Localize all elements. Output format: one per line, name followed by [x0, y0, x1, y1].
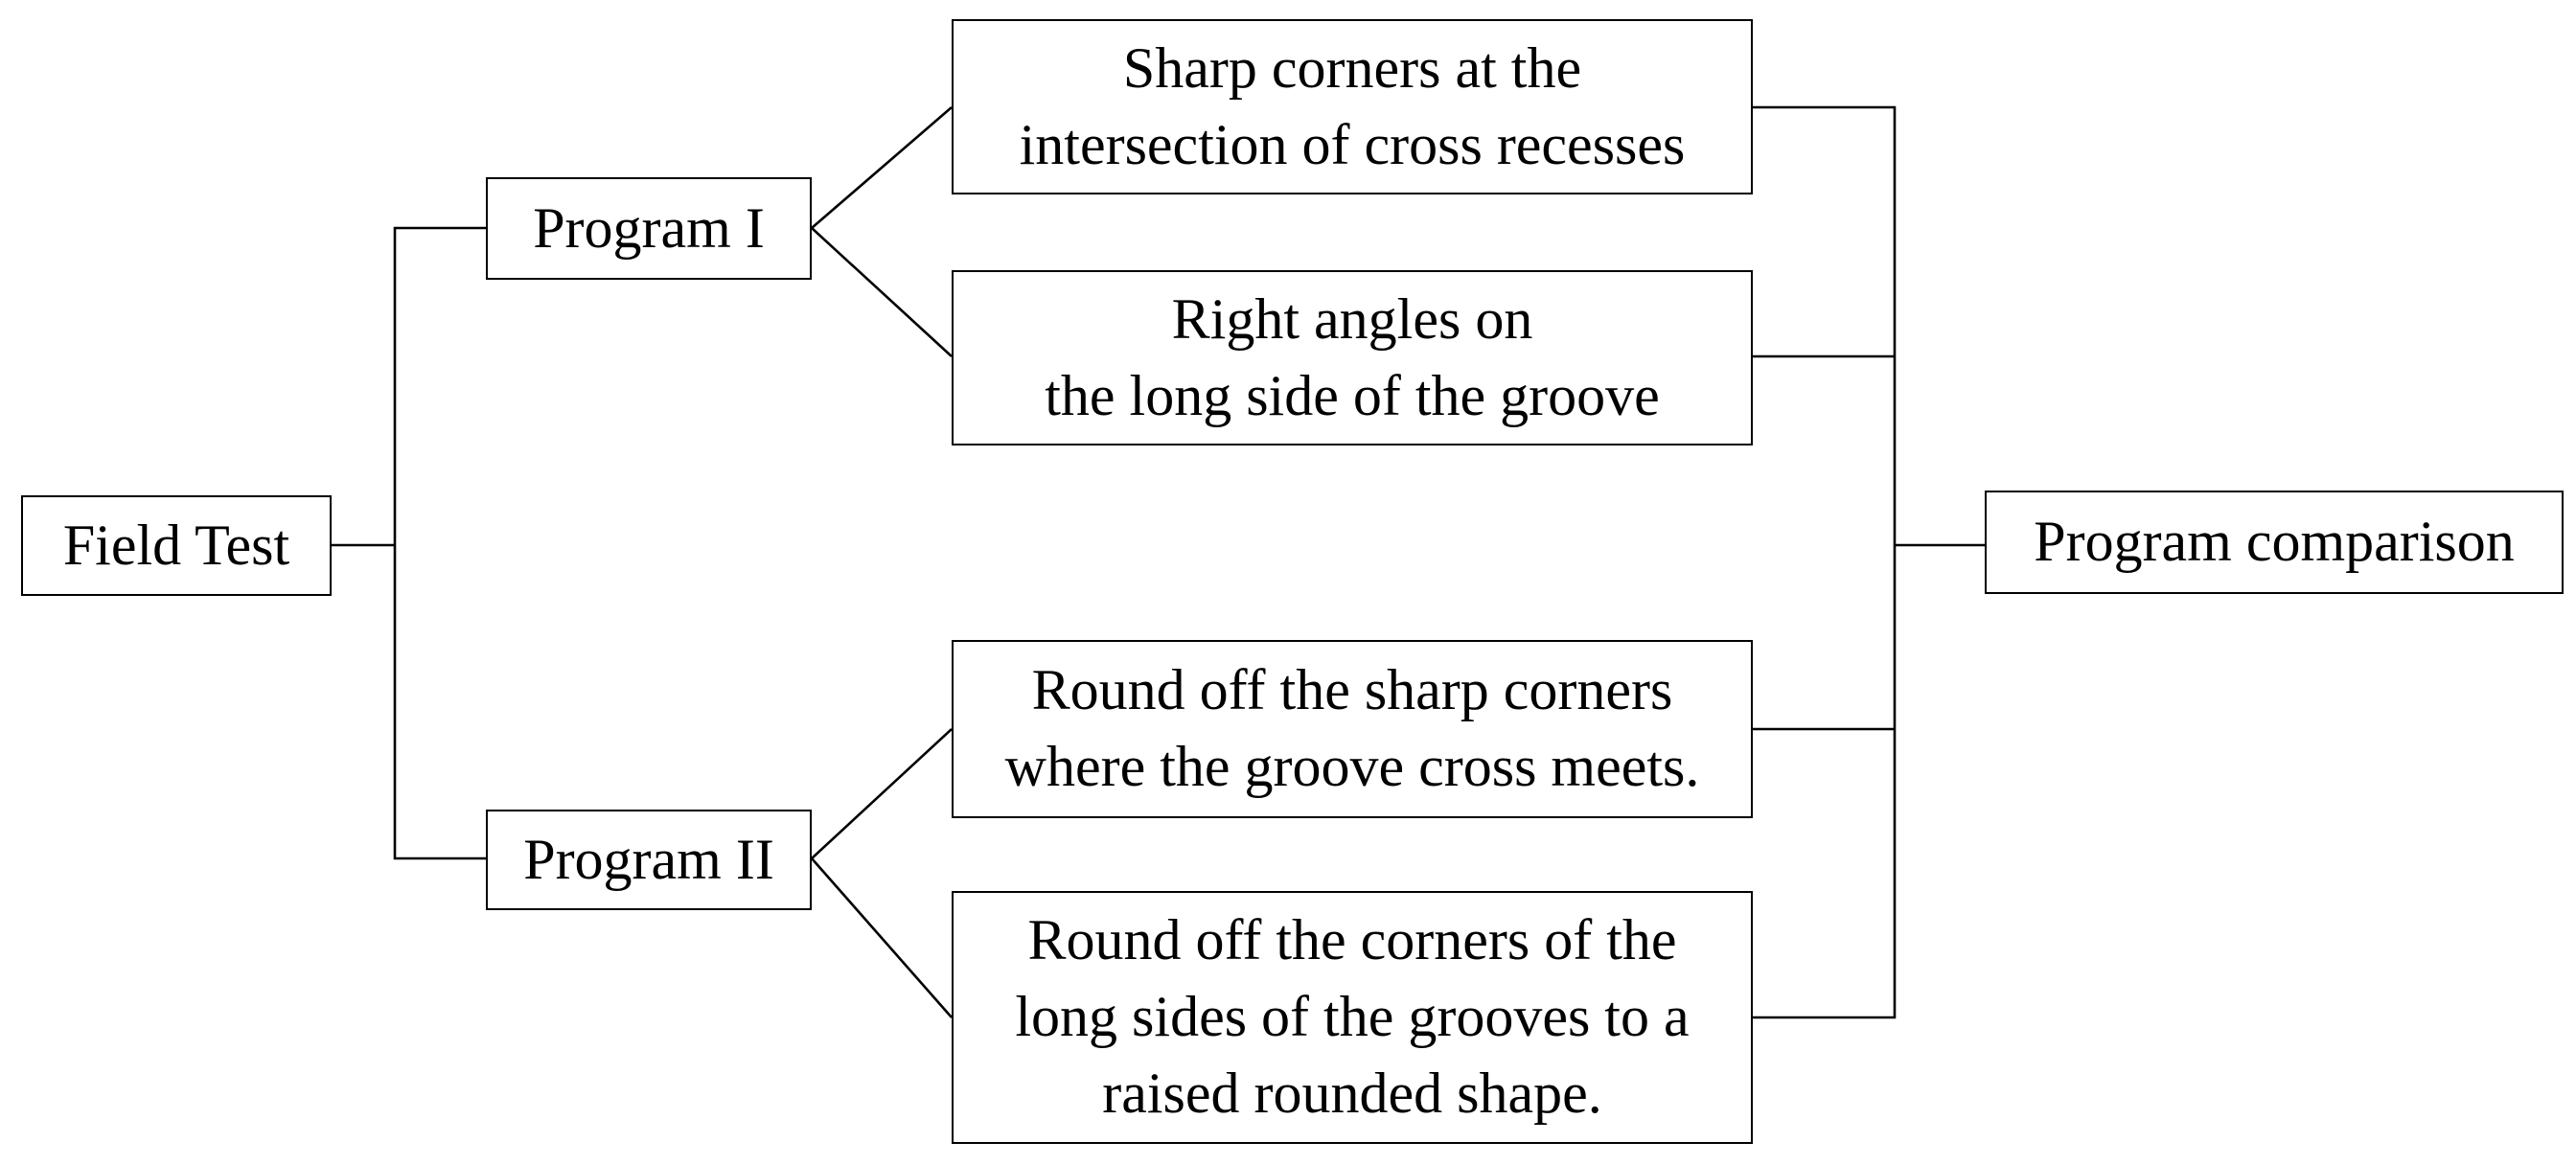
program-2-option-b-node: Round off the corners of the long sides …: [952, 891, 1753, 1144]
field-test-label: Field Test: [62, 513, 290, 577]
program-1-option-b-node: Right angles on the long side of the gro…: [952, 270, 1753, 445]
program-2-node: Program II: [486, 810, 812, 910]
program-2-label: Program II: [523, 827, 774, 891]
program-1-option-b-label: Right angles on the long side of the gro…: [1045, 286, 1660, 427]
connector-program-2-option-a: [811, 728, 953, 859]
program-1-option-a-node: Sharp corners at the intersection of cro…: [952, 19, 1753, 194]
connector-bracket-program-1: [393, 226, 486, 860]
field-test-node: Field Test: [21, 495, 332, 596]
connector-program-2-option-b: [811, 857, 953, 1018]
program-2-option-a-label: Round off the sharp corners where the gr…: [1004, 658, 1700, 798]
program-1-option-a-label: Sharp corners at the intersection of cro…: [1019, 35, 1686, 176]
program-2-option-b-label: Round off the corners of the long sides …: [1015, 908, 1690, 1125]
program-2-option-a-node: Round off the sharp corners where the gr…: [952, 640, 1753, 818]
connector-program-1-option-a: [811, 106, 953, 229]
connector-program-1-option-b: [811, 227, 953, 357]
program-comparison-label: Program comparison: [2034, 510, 2515, 574]
program-1-label: Program I: [533, 195, 765, 260]
program-1-node: Program I: [486, 177, 812, 280]
connector-right-bracket: [1753, 105, 1897, 1019]
program-comparison-node: Program comparison: [1985, 491, 2564, 594]
